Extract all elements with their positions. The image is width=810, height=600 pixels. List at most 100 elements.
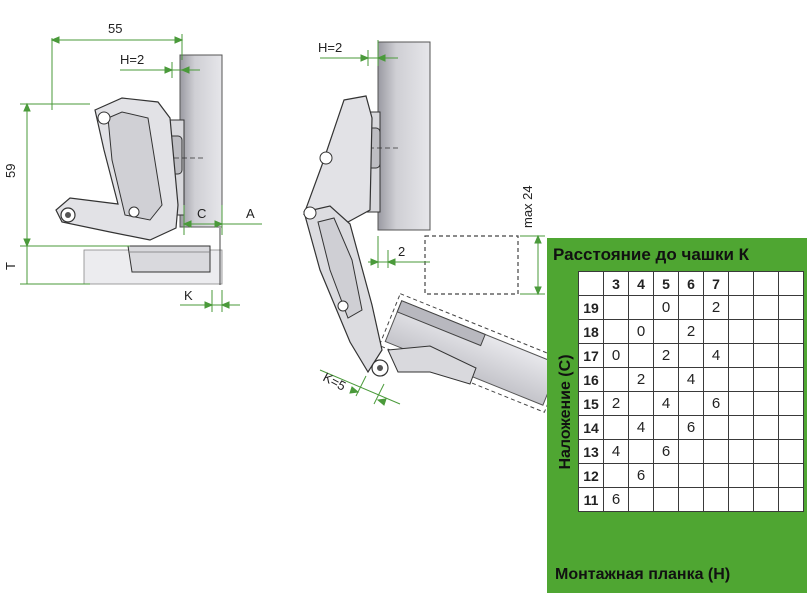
table-cell (628, 439, 654, 464)
door-outline-dashed (424, 235, 519, 295)
table-cell (728, 367, 754, 392)
dim-left-width: 55 (108, 21, 122, 36)
row-header: 16 (578, 367, 604, 392)
column-header (728, 271, 754, 296)
dim-left-t: T (3, 262, 18, 270)
table-cell (628, 295, 654, 320)
table-cell (778, 319, 804, 344)
table-cell (753, 487, 779, 512)
table-cell (703, 463, 729, 488)
table-cell (728, 343, 754, 368)
table-cell (778, 295, 804, 320)
table-cell: 0 (653, 295, 679, 320)
table-cell (703, 367, 729, 392)
dim-left-k: K (184, 288, 193, 303)
table-cell: 4 (653, 391, 679, 416)
table-cell (653, 487, 679, 512)
table-cell (703, 319, 729, 344)
left-cabinet-panel (179, 54, 223, 228)
table-cell (603, 415, 629, 440)
row-header: 18 (578, 319, 604, 344)
left-hinge-cup (127, 245, 211, 273)
column-header: 7 (703, 271, 729, 296)
table-cell (628, 343, 654, 368)
dim-left-height: 59 (3, 164, 18, 178)
table-cell (603, 295, 629, 320)
dim-right-k: K=5 (321, 369, 349, 393)
column-header (753, 271, 779, 296)
table-cell (678, 439, 704, 464)
right-hinge-arm (303, 95, 373, 223)
table-cell: 0 (628, 319, 654, 344)
table-cell (778, 367, 804, 392)
table-title: Расстояние до чашки К (553, 245, 750, 264)
left-hinge-view: 55 H=2 59 T C A K (3, 21, 262, 312)
row-header: 14 (578, 415, 604, 440)
table-cell (703, 439, 729, 464)
table-cell: 6 (653, 439, 679, 464)
table-row: 12 6 (578, 463, 804, 488)
table-cell (653, 415, 679, 440)
table-cell (753, 367, 779, 392)
table-cell: 2 (628, 367, 654, 392)
dim-left-h: H=2 (120, 52, 144, 67)
table-cell (653, 367, 679, 392)
table-cell (603, 367, 629, 392)
table-cell (778, 343, 804, 368)
table-cell: 6 (628, 463, 654, 488)
table-cell (728, 463, 754, 488)
table-cell (753, 295, 779, 320)
table-cell (678, 295, 704, 320)
table-cell (728, 415, 754, 440)
table-cell (628, 391, 654, 416)
row-header: 17 (578, 343, 604, 368)
table-cell (728, 439, 754, 464)
table-cell: 4 (703, 343, 729, 368)
table-cell (678, 343, 704, 368)
dim-right-gap: 2 (398, 244, 405, 259)
row-header: 19 (578, 295, 604, 320)
table-cell (778, 391, 804, 416)
table-cell (703, 487, 729, 512)
table-cell (778, 439, 804, 464)
table-cell: 0 (603, 343, 629, 368)
right-hinge-view: H=2 max 24 2 K=5 (303, 40, 566, 413)
column-header (778, 271, 804, 296)
row-header: 13 (578, 439, 604, 464)
column-header: 4 (628, 271, 654, 296)
table-cell (603, 319, 629, 344)
dim-left-c: C (197, 206, 206, 221)
table-cell (753, 463, 779, 488)
table-corner-cell (578, 271, 604, 296)
table-cell: 6 (603, 487, 629, 512)
table-cell (628, 487, 654, 512)
table-cell (778, 463, 804, 488)
table-cell (703, 415, 729, 440)
table-footer: Монтажная планка (Н) (555, 566, 731, 583)
dim-right-max: max 24 (520, 185, 535, 228)
column-header: 6 (678, 271, 704, 296)
column-header: 3 (603, 271, 629, 296)
row-header: 12 (578, 463, 604, 488)
table-cell (653, 463, 679, 488)
table-cell (753, 391, 779, 416)
table-cell: 6 (703, 391, 729, 416)
table-cell (728, 391, 754, 416)
right-cabinet-panel (377, 41, 431, 231)
table-cell (728, 487, 754, 512)
table-cell (753, 319, 779, 344)
row-header: 15 (578, 391, 604, 416)
table-cell (678, 463, 704, 488)
row-header: 11 (578, 487, 604, 512)
table-cell: 2 (678, 319, 704, 344)
table-cell (653, 319, 679, 344)
